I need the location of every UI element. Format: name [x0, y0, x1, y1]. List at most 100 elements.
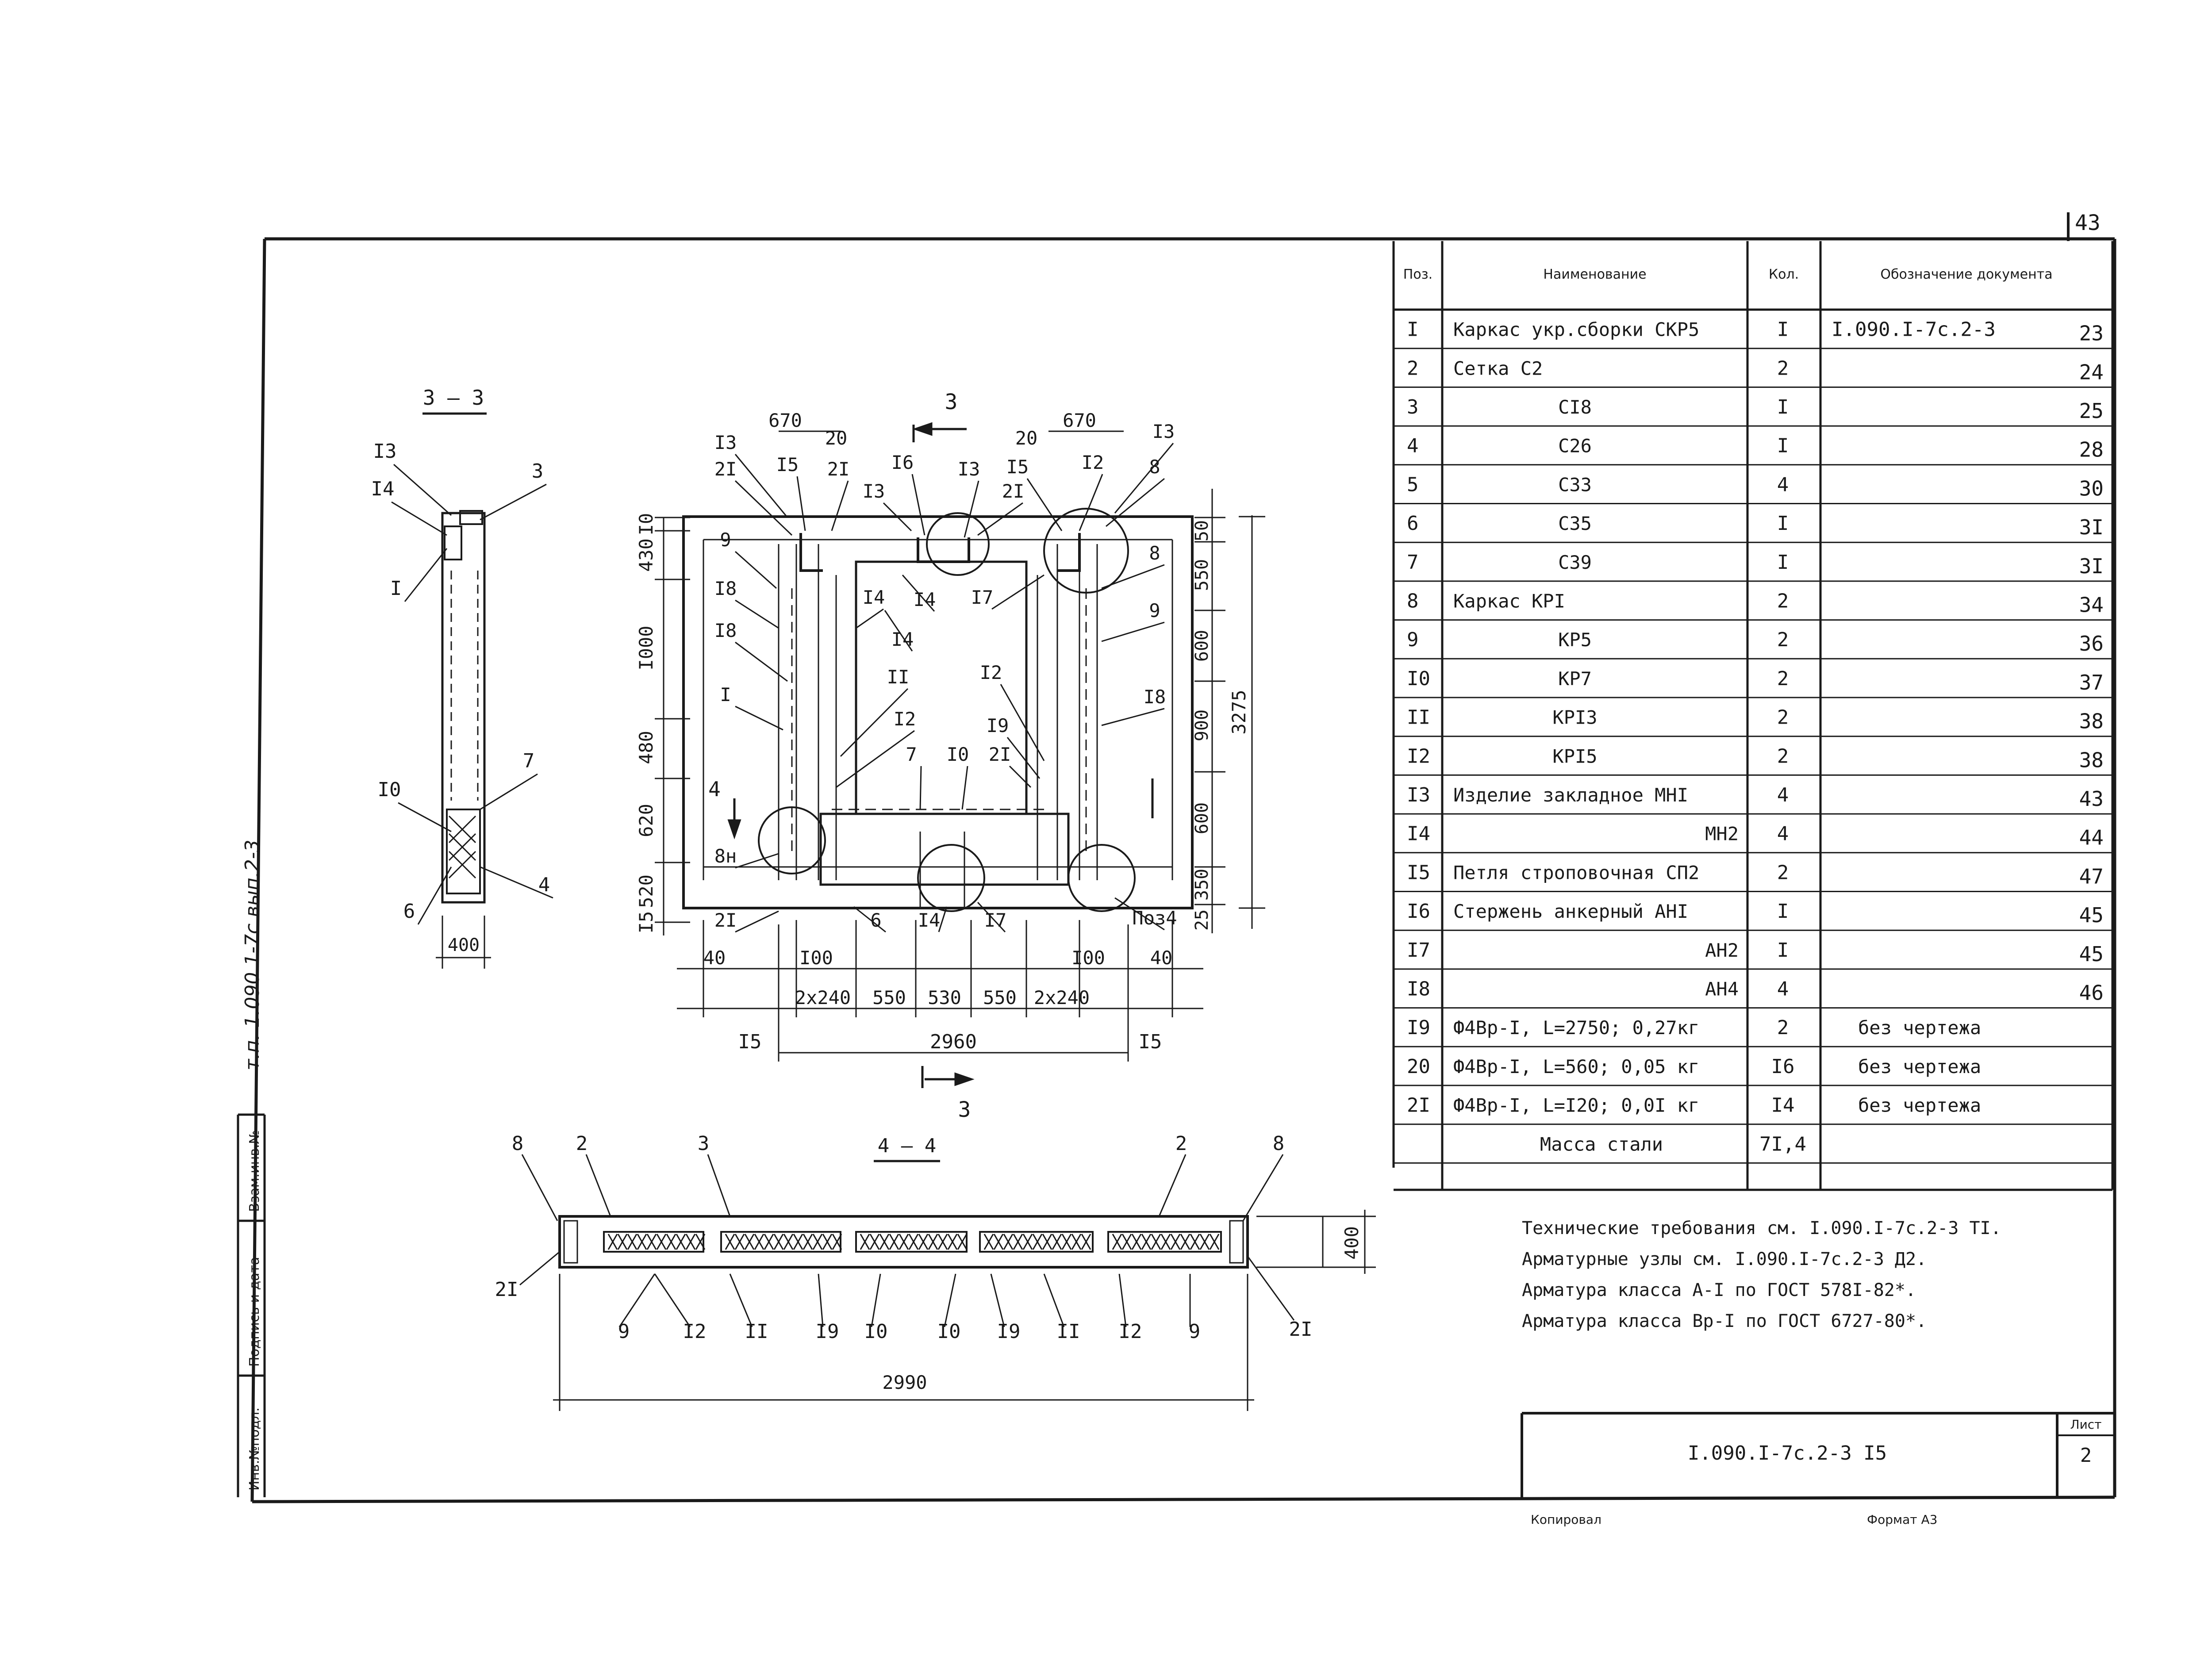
table-cell-name: Ф4Вр-I, L=2750; 0,27кг	[1453, 1017, 1699, 1039]
hatch-line	[1209, 1234, 1220, 1250]
callout-label: I2	[980, 662, 1002, 683]
hatch-line	[1003, 1234, 1014, 1250]
section-4-4-title: 4 – 4	[878, 1135, 936, 1157]
callout-label: 8	[1149, 542, 1160, 564]
table-cell-pos: 2	[1407, 357, 1419, 380]
hatch-line	[1032, 1234, 1043, 1250]
section-block	[855, 1231, 968, 1253]
section-block	[603, 1231, 704, 1253]
callout-label: 2I	[1289, 1318, 1313, 1341]
dimension-label: 40	[703, 947, 726, 969]
callout-label: I9	[997, 1320, 1021, 1343]
plan-section-mark-top: 3	[945, 390, 958, 414]
leader-line	[840, 688, 909, 757]
table-cell-pos: I4	[1407, 823, 1430, 845]
table-cell-name: Каркас укр.сборки СКР5	[1453, 319, 1699, 341]
callout-label: I2	[1082, 452, 1104, 473]
leader-line	[990, 1273, 1005, 1327]
leader-line	[902, 575, 935, 612]
callout-label: 2	[576, 1132, 588, 1155]
table-cell-qty: 4	[1777, 823, 1789, 845]
table-cell-name: С35	[1558, 513, 1592, 534]
table-cell-name: КРI3	[1552, 707, 1597, 728]
table-cell-doc-page: 3I	[2079, 515, 2104, 539]
table-cell-qty: 2	[1777, 667, 1789, 690]
leader-line	[1079, 474, 1103, 531]
table-cell-qty: 2	[1777, 861, 1789, 884]
callout-label: 9	[618, 1320, 630, 1343]
hatch-line	[744, 1234, 755, 1250]
leader-line	[734, 480, 793, 536]
callout-label: 2I	[1002, 480, 1025, 502]
callout-label: I	[720, 684, 731, 705]
callout-label: 8	[1273, 1132, 1285, 1155]
table-cell-qty: 2	[1777, 629, 1789, 651]
table-cell-qty: 2	[1777, 745, 1789, 767]
hatch-line	[1022, 1234, 1033, 1250]
hatch-line	[1013, 1234, 1023, 1250]
table-cell-name: С39	[1558, 552, 1592, 573]
leader-line	[618, 1273, 656, 1327]
callout-label: I3	[958, 458, 980, 480]
plan-section-mark-4: 4	[708, 777, 721, 801]
callout-label: 7	[906, 744, 917, 765]
hatch-line	[646, 1234, 657, 1250]
leader-line	[1114, 897, 1165, 931]
table-cell-qty: 4	[1777, 784, 1789, 806]
hatch-line	[754, 1234, 764, 1250]
dimension-label: 20	[825, 427, 848, 449]
dimension-label: 2x240	[1034, 987, 1090, 1008]
leader-line	[1000, 684, 1045, 761]
leader-line	[1247, 1256, 1295, 1321]
leader-line	[831, 480, 849, 531]
dimension-label: 670	[768, 410, 802, 431]
copied-label: Копировал	[1531, 1512, 1601, 1527]
dimension-label: 550	[1192, 559, 1212, 591]
dimension-label: 550	[872, 987, 906, 1008]
callout-label: 8	[1149, 456, 1160, 478]
hatch-line	[1160, 1234, 1171, 1250]
note-1: Технические требования см. I.090.I-7c.2-…	[1522, 1218, 2001, 1238]
hatch-line	[1170, 1234, 1181, 1250]
table-cell-doc-page: 28	[2079, 438, 2104, 462]
table-cell-name: КРI5	[1552, 745, 1597, 767]
title-block: I.090.I-7c.2-3 I5 Лист 2 Копировал Форма…	[1521, 1412, 2115, 1527]
leader-line	[391, 501, 447, 536]
stamp-cell-inv: Инв.№подл.	[247, 1407, 262, 1491]
hatch-line	[1190, 1234, 1200, 1250]
callout-label: 2	[1175, 1132, 1187, 1155]
table-cell-doc-page: 38	[2079, 748, 2104, 772]
leader-line	[729, 1273, 753, 1327]
leader-line	[654, 1273, 691, 1327]
hatch-line	[879, 1234, 890, 1250]
callout-label: I0	[937, 1320, 961, 1343]
leader-line	[735, 551, 777, 589]
callout-label: I4	[918, 909, 941, 931]
leader-line	[977, 502, 1023, 536]
leader-line	[1101, 564, 1165, 589]
section-4-4-height: 400	[1341, 1226, 1363, 1260]
callout-label: I	[390, 577, 402, 600]
leader-line	[735, 705, 783, 731]
format-label: Формат A3	[1867, 1512, 1937, 1527]
table-cell-qty: 2	[1777, 706, 1789, 729]
leader-line	[735, 853, 779, 869]
hatch-line	[695, 1234, 706, 1250]
table-cell-pos: I6	[1407, 900, 1430, 923]
leader-line	[735, 641, 788, 682]
header-name: Наименование	[1543, 267, 1646, 282]
table-cell-pos: I7	[1407, 939, 1430, 962]
table-cell-doc-page: 25	[2079, 399, 2104, 423]
callout-label: I8	[714, 620, 737, 641]
leader-line	[796, 476, 806, 531]
table-cell-doc-page: 45	[2079, 903, 2104, 927]
hatch-line	[627, 1234, 637, 1250]
hatch-line	[1061, 1234, 1072, 1250]
hatch-line	[607, 1234, 618, 1250]
table-cell-qty: I	[1777, 318, 1789, 341]
table-cell-doc-page: 3I	[2079, 554, 2104, 578]
callout-label: I4	[863, 587, 885, 608]
table-cell-qty: I	[1777, 939, 1789, 962]
callout-label: I3	[863, 480, 885, 502]
